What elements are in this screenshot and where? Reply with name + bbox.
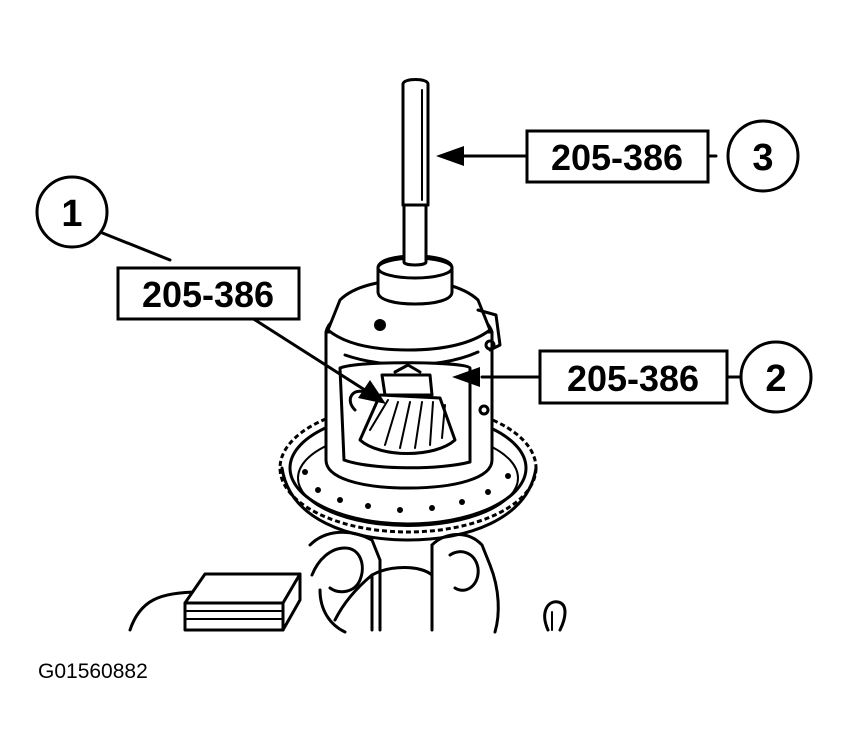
callout-3-circle [726, 119, 800, 193]
callout-1-label-box [116, 266, 301, 321]
leader-lines [98, 146, 743, 404]
fixture-base [128, 530, 567, 634]
callout-2-label-box [538, 349, 729, 405]
callout-3: 205-386 3 [525, 119, 800, 193]
callout-2-number: 2 [765, 358, 786, 400]
tool-shaft [376, 78, 454, 306]
callout-3-number: 3 [752, 137, 773, 179]
callout-1: 1 205-386 [35, 175, 301, 321]
callout-3-label: 205-386 [551, 137, 683, 178]
callout-2: 205-386 2 [538, 340, 813, 414]
callout-1-circle [35, 175, 109, 249]
callout-1-label: 205-386 [142, 274, 274, 315]
callout-2-label: 205-386 [567, 358, 699, 399]
callout-1-number: 1 [61, 193, 82, 235]
support-block [183, 572, 302, 632]
callout-2-circle [739, 340, 813, 414]
callout-3-label-box [525, 129, 710, 184]
figure-id: G01560882 [38, 660, 148, 683]
